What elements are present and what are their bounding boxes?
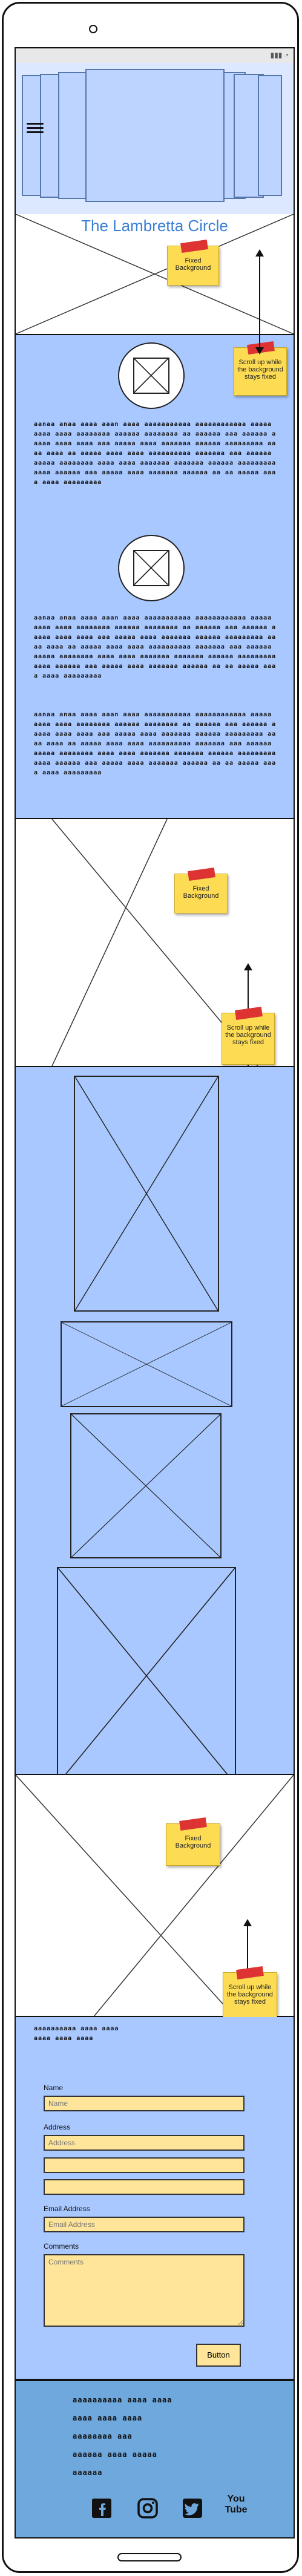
gallery-image[interactable] <box>74 1076 219 1312</box>
body-text: aanaa anaa aaaa aaan aaaa aaaaaaaaaaa aa… <box>34 421 277 486</box>
twitter-icon[interactable] <box>180 2496 205 2520</box>
body-text: aanaa anaa aaaa aaan aaaa aaaaaaaaaaa aa… <box>34 711 277 776</box>
email-field[interactable] <box>44 2217 245 2232</box>
address-field[interactable] <box>44 2135 245 2151</box>
address-field-2[interactable] <box>44 2157 245 2173</box>
address-label: Address <box>44 2123 71 2131</box>
placeholder-x <box>16 1775 294 2016</box>
footer-text: aaaaaaaaaa aaaa aaaa <box>73 2396 172 2404</box>
form-intro-text: aaaaaaaaaa aaaa aaaa <box>34 2025 119 2032</box>
header-carousel[interactable] <box>16 63 294 215</box>
screen: ▮▮▮ ◔ The Lambretta Circle Fixed Backgro… <box>15 47 295 2538</box>
scroll-arrow-icon <box>255 249 264 355</box>
comments-field[interactable] <box>44 2254 245 2327</box>
gallery-image[interactable] <box>70 1413 222 1558</box>
name-label: Name <box>44 2084 64 2092</box>
carousel-slide-active[interactable] <box>85 69 225 202</box>
submit-button[interactable]: Button <box>196 2344 241 2367</box>
name-field[interactable] <box>44 2096 245 2111</box>
image-circle <box>118 535 185 601</box>
email-label: Email Address <box>44 2205 90 2213</box>
image-placeholder <box>133 358 169 394</box>
instagram-icon[interactable] <box>136 2496 160 2520</box>
form-intro-text: aaaa aaaa aaaa <box>34 2035 94 2042</box>
hamburger-menu-icon[interactable] <box>27 120 44 135</box>
fixed-background-note: Fixed Background <box>167 240 219 286</box>
carousel-slide <box>258 75 282 196</box>
home-button[interactable] <box>117 2553 182 2561</box>
placeholder-x <box>16 214 294 334</box>
scroll-note: Scroll up while the background stays fix… <box>222 1007 275 1065</box>
footer-text: aaaaaa <box>73 2468 103 2477</box>
facebook-icon[interactable] <box>90 2496 114 2520</box>
footer-text: aaaa aaaa aaaa <box>73 2414 143 2422</box>
footer-text: aaaaaaaa aaa <box>73 2432 133 2440</box>
fixed-background-note: Fixed Background <box>174 868 228 914</box>
body-text: aanaa anaa aaaa aaan aaaa aaaaaaaaaaa aa… <box>34 615 277 679</box>
fixed-background-2: Fixed Background Scroll up while the bac… <box>16 819 294 1099</box>
speaker-dot <box>89 25 97 33</box>
page-title: The Lambretta Circle <box>81 217 228 235</box>
content-section-1: aanaa anaa aaaa aaan aaaa aaaaaaaaaaa aa… <box>16 249 294 819</box>
gallery-section <box>16 1067 294 1785</box>
gallery-image[interactable] <box>57 1567 236 1785</box>
youtube-text-you: You Tube <box>225 2494 248 2515</box>
comments-label: Comments <box>44 2242 79 2251</box>
address-field-3[interactable] <box>44 2179 245 2195</box>
gallery-image[interactable] <box>61 1321 232 1407</box>
image-circle <box>118 342 185 409</box>
contact-form-section: aaaaaaaaaa aaaa aaaa aaaa aaaa aaaa Name… <box>16 2017 294 2380</box>
scroll-note: Scroll up while the background stays fix… <box>234 341 287 396</box>
fixed-background-3: Fixed Background Scroll up while the bac… <box>16 1775 294 2055</box>
status-icons: ▮▮▮ ◔ <box>270 51 289 59</box>
footer-text: aaaaaa aaaa aaaaa <box>73 2450 157 2459</box>
fixed-background-note: Fixed Background <box>166 1817 220 1866</box>
fixed-background-1: The Lambretta Circle Fixed Background <box>16 214 294 335</box>
status-bar: ▮▮▮ ◔ <box>16 48 294 63</box>
youtube-icon[interactable]: You Tube <box>223 2494 249 2524</box>
footer: aaaaaaaaaa aaaa aaaa aaaa aaaa aaaa aaaa… <box>16 2380 294 2537</box>
image-placeholder <box>133 550 169 586</box>
